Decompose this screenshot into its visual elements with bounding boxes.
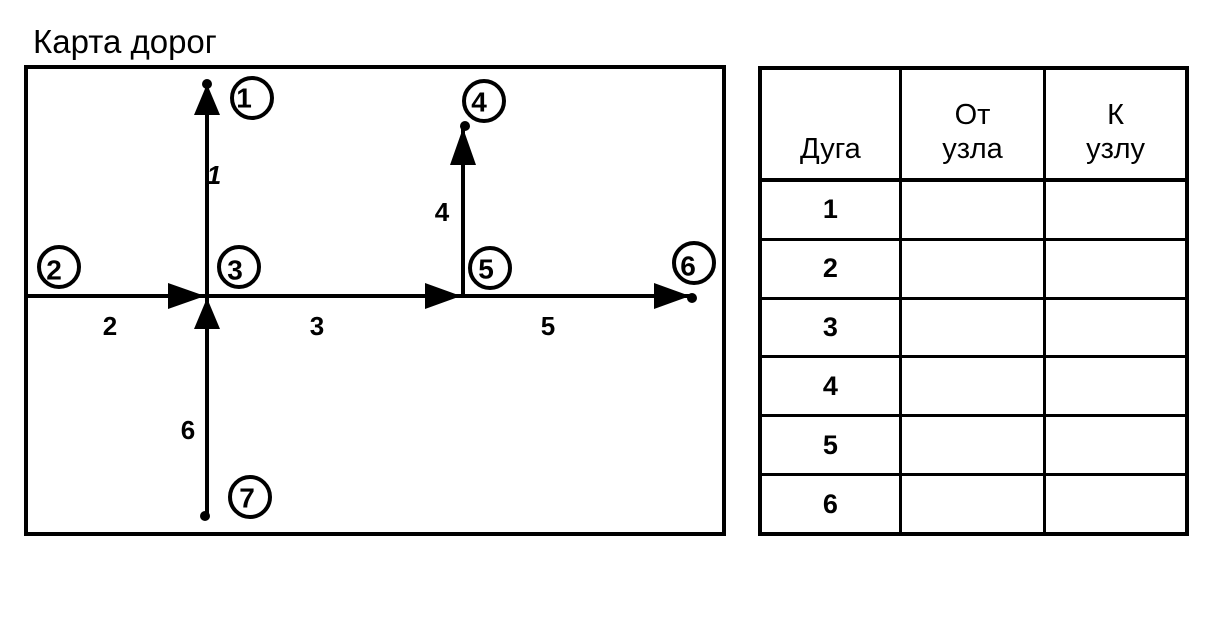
from-node-cell[interactable]	[898, 178, 1047, 241]
from-node-cell[interactable]	[898, 237, 1047, 300]
to-node-cell[interactable]	[1043, 414, 1189, 477]
header-to-line1: К	[1107, 99, 1125, 131]
arc-number-cell: 1	[758, 178, 902, 241]
table-header-row: Дуга От узла К узлу	[758, 66, 1189, 182]
map-title: Карта дорог	[33, 23, 217, 60]
arc-label-5: 5	[541, 311, 555, 341]
node-label: 1	[236, 83, 252, 114]
arc-number-cell: 6	[758, 473, 902, 536]
from-node-cell[interactable]	[898, 414, 1047, 477]
arrowhead-arc-5	[654, 283, 690, 309]
header-arc-label: Дуга	[799, 133, 861, 165]
node-label: 2	[46, 255, 62, 286]
endpoint-dot	[202, 79, 212, 89]
header-arc: Дуга	[758, 66, 902, 182]
table-row: 1	[758, 178, 1189, 241]
to-node-cell[interactable]	[1043, 237, 1189, 300]
header-to-line2: узлу	[1086, 133, 1146, 165]
arc-label-4: 4	[435, 197, 450, 227]
arc-label-2: 2	[103, 311, 117, 341]
table-row: 5	[758, 414, 1189, 477]
header-to-node: К узлу	[1043, 66, 1189, 182]
table-row: 6	[758, 473, 1189, 536]
endpoint-dot	[200, 511, 210, 521]
from-node-cell[interactable]	[898, 355, 1047, 418]
node-label: 5	[478, 254, 494, 285]
from-node-cell[interactable]	[898, 296, 1047, 359]
to-node-cell[interactable]	[1043, 473, 1189, 536]
node-7: 7	[228, 475, 272, 519]
arc-number-cell: 5	[758, 414, 902, 477]
arc-number-cell: 2	[758, 237, 902, 300]
arrowhead-arc-4	[450, 128, 476, 165]
arc-number-cell: 4	[758, 355, 902, 418]
to-node-cell[interactable]	[1043, 355, 1189, 418]
map-frame	[24, 65, 726, 536]
node-label: 7	[239, 483, 255, 514]
header-from-line1: От	[954, 99, 991, 131]
node-4: 4	[462, 79, 506, 123]
arc-number-cell: 3	[758, 296, 902, 359]
to-node-cell[interactable]	[1043, 296, 1189, 359]
arrowhead-arc-2	[168, 283, 205, 309]
table-row: 4	[758, 355, 1189, 418]
table-row: 3	[758, 296, 1189, 359]
table-row: 2	[758, 237, 1189, 300]
endpoint-dot	[687, 293, 697, 303]
node-3: 3	[217, 245, 261, 289]
arc-table: Дуга От узла К узлу 1 2 3	[758, 66, 1189, 536]
node-5: 5	[468, 246, 512, 290]
arc-label-1: 1	[207, 160, 221, 190]
arc-label-6: 6	[181, 415, 195, 445]
node-label: 3	[227, 255, 243, 286]
arrowhead-arc-3	[425, 283, 461, 309]
to-node-cell[interactable]	[1043, 178, 1189, 241]
arrowhead-arc-1	[194, 84, 220, 115]
node-6: 6	[672, 241, 716, 285]
node-label: 4	[471, 87, 487, 118]
from-node-cell[interactable]	[898, 473, 1047, 536]
node-2: 2	[37, 245, 81, 289]
header-from-node: От узла	[898, 66, 1047, 182]
node-label: 6	[680, 251, 696, 282]
arrowhead-arc-6	[194, 298, 220, 329]
node-1: 1	[230, 76, 274, 120]
arc-label-3: 3	[310, 311, 324, 341]
header-from-line2: узла	[942, 133, 1003, 165]
endpoint-dot	[460, 121, 470, 131]
